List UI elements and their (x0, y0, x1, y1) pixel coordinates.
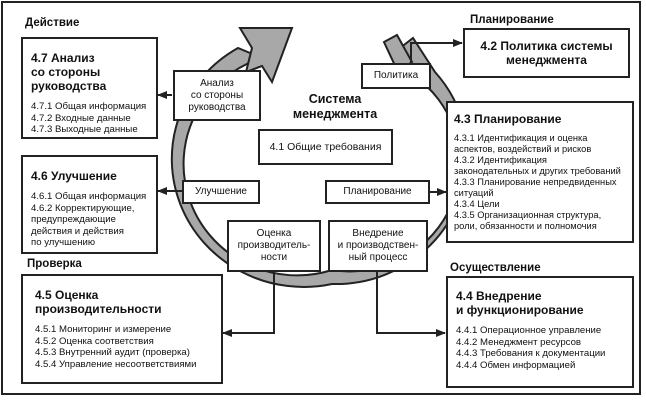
center-title-line: менеджмента (292, 107, 378, 121)
cycle-label-line: производитель- (237, 240, 311, 251)
box-improvement: 4.6 Улучшение 4.6.1 Общая информация 4.6… (21, 155, 158, 254)
box-title-line: 4.3 Планирование (454, 112, 562, 126)
box-item: 4.7.3 Выходные данные (31, 124, 138, 135)
box-item: 4.3.2 Идентификация (454, 155, 547, 165)
box-item: аспектов, воздействий и рисков (454, 144, 592, 154)
diagram-frame (1, 1, 641, 395)
cycle-label-line: Внедрение (352, 228, 404, 239)
center-title: Система менеджмента (280, 92, 390, 122)
box-item: 4.4.3 Требования к документации (456, 348, 606, 359)
connector-implementation (376, 271, 446, 337)
box-title-line: производительности (35, 302, 162, 316)
box-item: ситуаций (454, 188, 494, 198)
box-item: 4.3.4 Цели (454, 199, 500, 209)
cycle-label-review: Анализ со стороны руководства (173, 70, 261, 121)
cycle-label-policy: Политика (361, 63, 431, 89)
box-title-line: 4.7 Анализ (31, 51, 95, 65)
cycle-label-text: Улучшение (195, 186, 247, 197)
box-title-line: руководства (31, 79, 107, 93)
box-item: 4.6.2 Корректирующие, (31, 202, 135, 214)
cycle-label-text: Планирование (343, 186, 412, 197)
box-item: 4.4.2 Менеджмент ресурсов (456, 336, 581, 348)
cycle-label-line: руководства (188, 101, 246, 113)
box-item: предупреждающие (31, 214, 116, 225)
box-policy: 4.2 Политика системы менеджмента (463, 28, 630, 78)
cycle-label-line: и производствен- (337, 240, 419, 251)
box-item: роли, обязанности и полномочия (454, 221, 597, 231)
cycle-label-line: ности (260, 252, 288, 263)
cycle-label-line: ный процесс (348, 252, 408, 263)
box-item: 4.3.5 Организационная структура, (454, 210, 602, 220)
box-title-line: и функционирование (456, 303, 584, 317)
box-title-line: 4.4 Внедрение (456, 289, 542, 303)
box-performance-evaluation: 4.5 Оценка производительности 4.5.1 Мони… (21, 274, 223, 384)
box-item: законодательных и других требований (454, 166, 621, 176)
cycle-label-line: Оценка (256, 228, 292, 239)
box-item: 4.7.1 Общая информация (31, 101, 147, 112)
cycle-label-planning: Планирование (325, 180, 430, 204)
cycle-label-improvement: Улучшение (182, 180, 260, 204)
box-item: действия и действия (31, 225, 124, 237)
box-title-line: 4.5 Оценка (35, 288, 99, 302)
box-title-line: 4.2 Политика системы (480, 39, 613, 53)
box-item: 4.6.1 Общая информация (31, 191, 147, 202)
cycle-label-implementation: Внедрение и производствен- ный процесс (328, 220, 428, 272)
box-item: по улучшению (31, 237, 96, 248)
general-requirements-label: 4.1 Общие требования (269, 141, 382, 153)
box-item: 4.7.2 Входные данные (31, 112, 131, 124)
center-title-line: Система (308, 92, 362, 106)
cycle-arrowhead-left (238, 27, 294, 85)
section-planning: Планирование (470, 14, 554, 26)
section-action: Действие (25, 17, 80, 29)
box-title-line: со стороны (31, 65, 101, 79)
box-item: 4.5.2 Оценка соответствия (35, 335, 154, 347)
box-planning: 4.3 Планирование 4.3.1 Идентификация и о… (446, 101, 634, 243)
box-item: 4.4.4 Обмен информацией (456, 359, 576, 371)
cycle-label-line: Анализ (200, 77, 234, 89)
cycle-label-performance: Оценка производитель- ности (227, 220, 321, 272)
box-item: 4.3.3 Планирование непредвиденных (454, 177, 617, 187)
box-management-review: 4.7 Анализ со стороны руководства 4.7.1 … (21, 37, 158, 139)
connector-policy (410, 39, 463, 64)
box-implementation: 4.4 Внедрение и функционирование 4.4.1 О… (446, 276, 634, 388)
box-title-line: 4.6 Улучшение (31, 169, 117, 183)
section-implementation: Осуществление (450, 262, 541, 274)
general-requirements-box: 4.1 Общие требования (258, 129, 393, 165)
connector-performance (222, 271, 275, 337)
box-item: 4.4.1 Операционное управление (456, 325, 602, 336)
box-item: 4.5.4 Управление несоответствиями (35, 358, 197, 370)
section-check: Проверка (27, 258, 82, 270)
box-item: 4.3.1 Идентификация и оценка (454, 133, 588, 143)
box-item: 4.5.1 Мониторинг и измерение (35, 324, 172, 335)
box-item: 4.5.3 Внутренний аудит (проверка) (35, 347, 190, 358)
box-title-line: менеджмента (506, 53, 587, 67)
cycle-label-text: Политика (373, 70, 419, 81)
cycle-label-line: со стороны (190, 89, 244, 101)
